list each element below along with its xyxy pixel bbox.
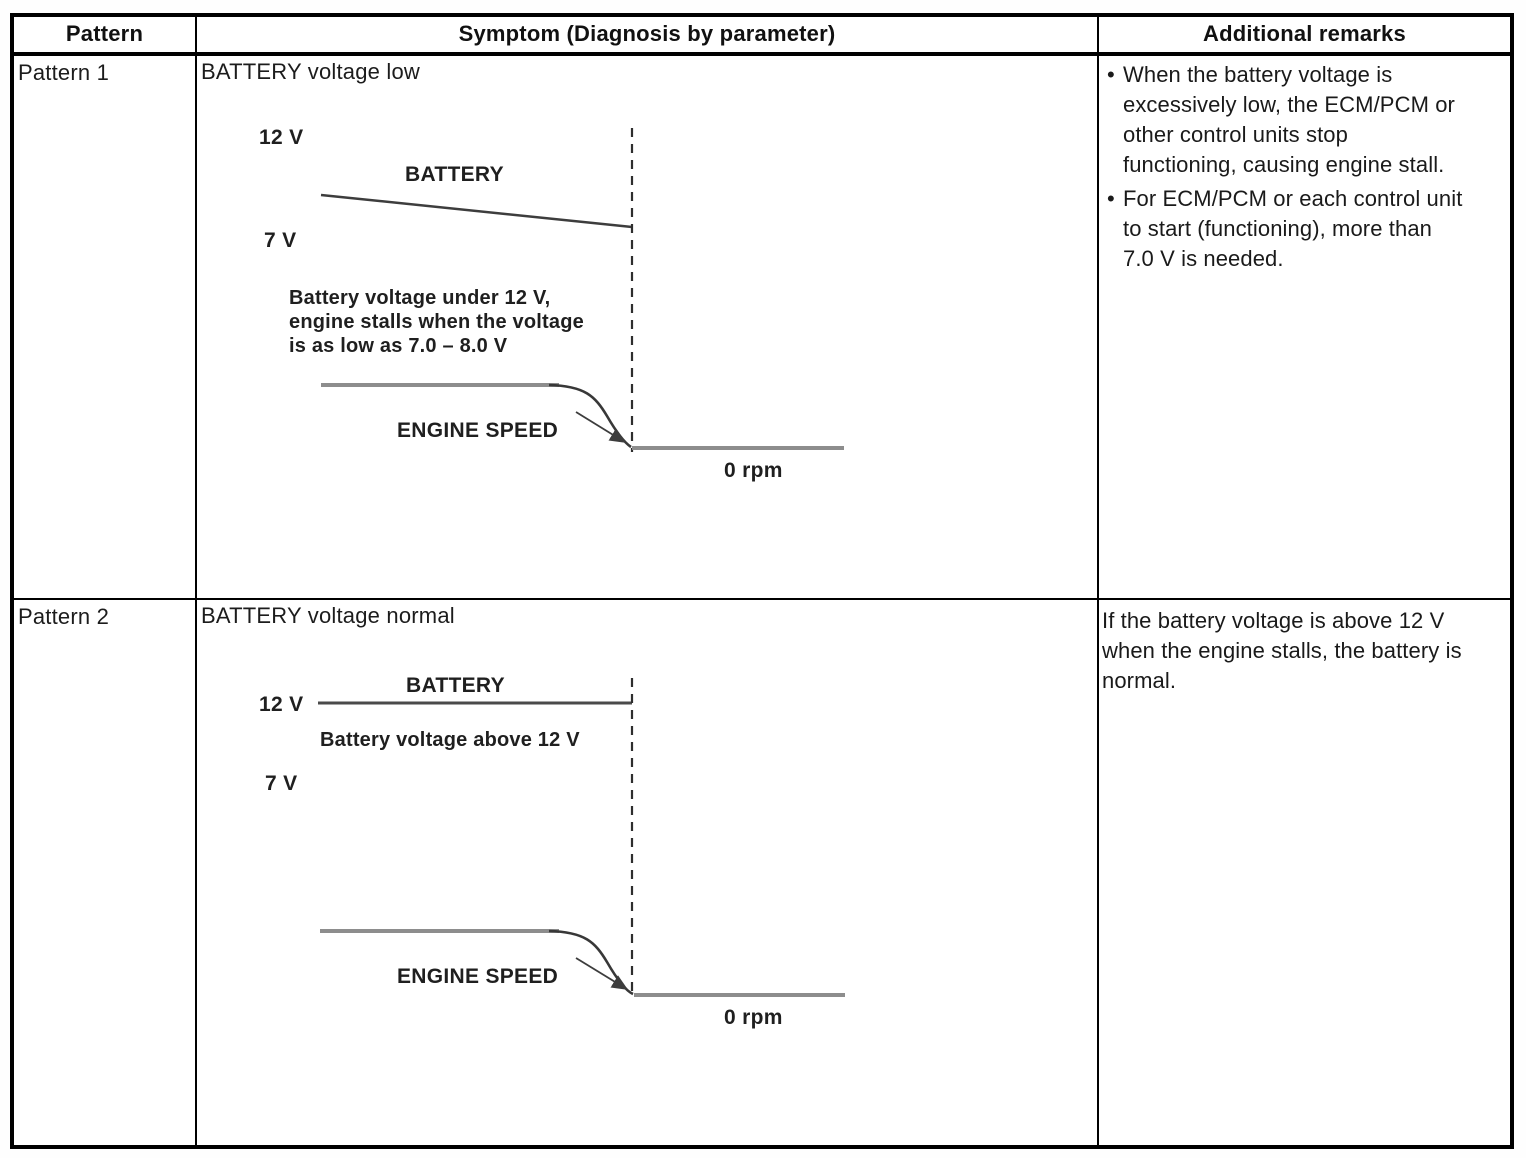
remark-line: When the battery voltage is: [1123, 62, 1393, 87]
pattern-2-diagram: BATTERY 12 V Battery voltage above 12 V …: [259, 674, 845, 1029]
remark-line: normal.: [1102, 668, 1177, 693]
engine-speed-label: ENGINE SPEED: [397, 965, 558, 988]
pattern-2-remarks-cell: If the battery voltage is above 12 V whe…: [1099, 600, 1510, 1145]
remark-text: For ECM/PCM or each control unit to star…: [1123, 184, 1508, 274]
remark-line: when the engine stalls, the battery is: [1102, 638, 1462, 663]
pattern-1-symptom-title: BATTERY voltage low: [201, 59, 421, 84]
zero-rpm-label: 0 rpm: [724, 459, 783, 482]
remark-text: When the battery voltage is excessively …: [1123, 60, 1508, 180]
engine-speed-label: ENGINE SPEED: [397, 419, 558, 442]
pattern-2-symptom-title: BATTERY voltage normal: [201, 603, 455, 628]
pattern-1-remarks-cell: • When the battery voltage is excessivel…: [1099, 56, 1510, 598]
remark-bullet-item: • For ECM/PCM or each control unit to st…: [1107, 184, 1508, 274]
battery-trace-label: BATTERY: [405, 163, 504, 186]
stall-pointer-arrow: [575, 411, 627, 443]
diagram-annotation-line: Battery voltage under 12 V,: [289, 287, 550, 309]
bullet-icon: •: [1107, 186, 1115, 211]
table-header-row: Pattern Symptom (Diagnosis by parameter)…: [14, 17, 1510, 56]
header-remarks: Additional remarks: [1203, 21, 1406, 46]
remark-line: other control units stop: [1123, 122, 1348, 147]
pattern-2-cell: Pattern 2: [14, 600, 197, 1145]
pattern-1-cell: Pattern 1: [14, 56, 197, 598]
header-pattern: Pattern: [14, 17, 197, 52]
diagram-annotation-line: is as low as 7.0 – 8.0 V: [289, 335, 508, 357]
remark-line: For ECM/PCM or each control unit: [1123, 186, 1463, 211]
y-axis-12v-label: 12 V: [259, 126, 303, 149]
table-row-pattern-1: Pattern 1 BATTERY voltage low 12 V BATTE…: [14, 56, 1510, 600]
pattern-2-label: Pattern 2: [18, 604, 110, 629]
y-axis-12v-label: 12 V: [259, 693, 303, 716]
remark-line: 7.0 V is needed.: [1123, 246, 1284, 271]
battery-voltage-line: [320, 193, 633, 229]
y-axis-7v-label: 7 V: [264, 229, 296, 252]
zero-rpm-label: 0 rpm: [724, 1006, 783, 1029]
pattern-2-symptom-cell: BATTERY voltage normal BATTERY 12 V Batt…: [197, 600, 1099, 1145]
diagram-annotation-line: Battery voltage above 12 V: [320, 729, 580, 751]
battery-trace-label: BATTERY: [406, 674, 505, 697]
remark-line: functioning, causing engine stall.: [1123, 152, 1445, 177]
table-row-pattern-2: Pattern 2 BATTERY voltage normal BATTERY…: [14, 600, 1510, 1145]
header-symptom: Symptom (Diagnosis by parameter): [197, 17, 1099, 52]
y-axis-7v-label: 7 V: [265, 772, 297, 795]
stall-pointer-arrow: [575, 957, 629, 990]
diagnosis-table: Pattern Symptom (Diagnosis by parameter)…: [10, 13, 1514, 1149]
remark-bullet-item: • When the battery voltage is excessivel…: [1107, 60, 1508, 180]
pattern-1-label: Pattern 1: [18, 60, 110, 85]
pattern-1-diagram: 12 V BATTERY 7 V Battery voltage under 1…: [259, 126, 844, 482]
pattern-1-symptom-cell: BATTERY voltage low 12 V BATTERY 7 V Bat…: [197, 56, 1099, 598]
diagram-annotation-line: engine stalls when the voltage: [289, 311, 584, 333]
remark-line: to start (functioning), more than: [1123, 216, 1433, 241]
remark-line: If the battery voltage is above 12 V: [1102, 608, 1445, 633]
bullet-icon: •: [1107, 62, 1115, 87]
remark-line: excessively low, the ECM/PCM or: [1123, 92, 1455, 117]
